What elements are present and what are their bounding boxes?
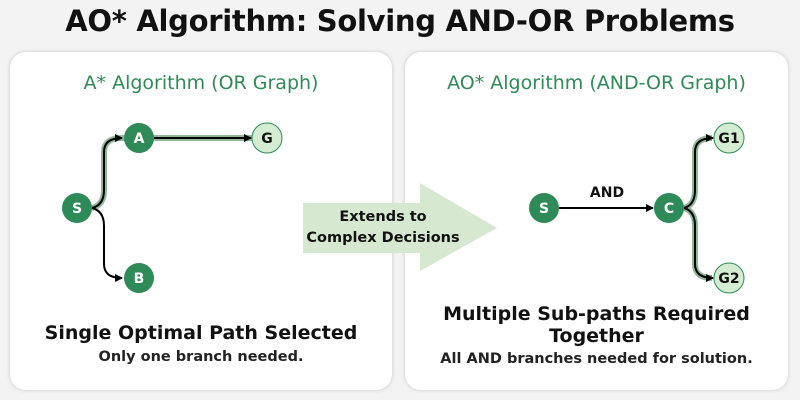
node-g2: G2 xyxy=(713,262,745,294)
svg-text:G: G xyxy=(261,131,273,147)
node-s-left: S xyxy=(62,193,92,223)
svg-text:A: A xyxy=(134,131,145,147)
ao-star-heading: AO* Algorithm (AND-OR Graph) xyxy=(447,72,746,94)
edge-c-g1 xyxy=(683,134,714,209)
edge-c-g2 xyxy=(683,207,714,282)
svg-text:C: C xyxy=(664,201,674,217)
ao-star-caption-line1: Multiple Sub-paths Required xyxy=(443,303,750,325)
node-s-right: S xyxy=(529,193,559,223)
a-star-heading: A* Algorithm (OR Graph) xyxy=(83,72,319,94)
edge-s-b xyxy=(91,207,123,282)
extends-line2: Complex Decisions xyxy=(306,230,460,246)
ao-star-caption-line2: Together xyxy=(549,325,644,347)
node-g: G xyxy=(251,122,283,154)
extends-arrow xyxy=(303,183,497,271)
ao-star-subcaption: All AND branches needed for solution. xyxy=(440,351,753,367)
highlight-path xyxy=(91,135,252,211)
and-label: AND xyxy=(590,185,624,201)
node-g1: G1 xyxy=(713,122,745,154)
svg-text:G2: G2 xyxy=(718,271,739,287)
node-b: B xyxy=(124,263,154,293)
svg-text:S: S xyxy=(539,201,549,217)
extends-line1: Extends to xyxy=(339,209,427,225)
svg-text:G1: G1 xyxy=(718,131,739,147)
svg-text:S: S xyxy=(72,201,82,217)
node-c: C xyxy=(654,193,684,223)
node-a: A xyxy=(124,123,154,153)
a-star-subcaption: Only one branch needed. xyxy=(98,349,304,365)
edge-s-a xyxy=(91,134,123,209)
highlight-and-branches xyxy=(682,135,713,281)
a-star-caption: Single Optimal Path Selected xyxy=(44,322,358,344)
extends-arrow-label: Extends to Complex Decisions xyxy=(303,207,463,249)
svg-text:B: B xyxy=(134,271,145,287)
page-title: AO* Algorithm: Solving AND-OR Problems xyxy=(65,4,735,38)
